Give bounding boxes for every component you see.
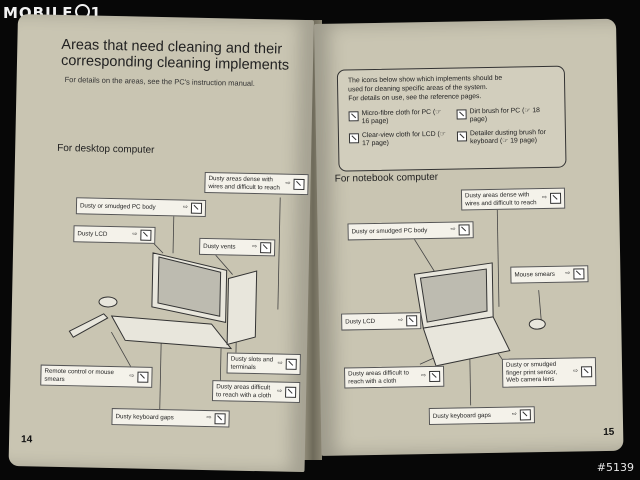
label-lcd: Dusty LCD⇨ [341,312,422,331]
dusting-brush-icon [214,413,226,425]
dirt-brush-icon [285,386,297,398]
label-dense-wires: Dusty areas dense with wires and difficu… [460,187,566,211]
label-dense-wires: Dusty areas dense with wires and difficu… [204,171,309,196]
dirt-brush-icon [429,370,441,383]
label-remote: Remote control or mouse smears⇨ [40,364,153,388]
clearview-cloth-icon [140,229,152,241]
label-keyboard: Dusty keyboard gaps⇨ [428,406,536,426]
page-number: 15 [603,426,615,439]
microfibre-cloth-icon [190,202,203,214]
dirt-brush-icon [260,242,272,254]
dusting-brush-icon [519,409,531,421]
right-page: The icons below show which implements sh… [314,18,624,456]
dirt-brush-icon [549,192,562,204]
label-keyboard: Dusty keyboard gaps⇨ [111,408,230,428]
label-difficult: Dusty areas difficult to reach with a cl… [211,380,301,403]
label-difficult: Dusty areas difficult to reach with a cl… [343,365,445,389]
microfibre-cloth-icon [137,371,149,383]
page-number: 14 [20,434,33,446]
label-mouse: Mouse smears⇨ [510,265,589,284]
clearview-cloth-icon [406,315,418,327]
label-lcd: Dusty LCD⇨ [73,225,156,244]
microfibre-cloth-icon [458,224,470,236]
watermark-tag: #5139 [596,461,634,474]
notebook-diagram [383,206,546,406]
microfibre-cloth-icon [573,268,585,280]
label-vents: Dusty vents⇨ [198,237,276,257]
label-fingerprint: Dusty or smudged finger print sensor, We… [501,357,597,388]
label-pc-body: Dusty or smudged PC body⇨ [347,221,474,241]
microfibre-cloth-icon [581,365,593,378]
desktop-diagram [68,197,281,410]
dirt-brush-icon [293,178,305,191]
dirt-brush-icon [285,358,297,370]
label-slots: Dusty slots and terminals⇨ [226,352,301,375]
label-pc-body: Dusty or smudged PC body⇨ [75,197,207,217]
